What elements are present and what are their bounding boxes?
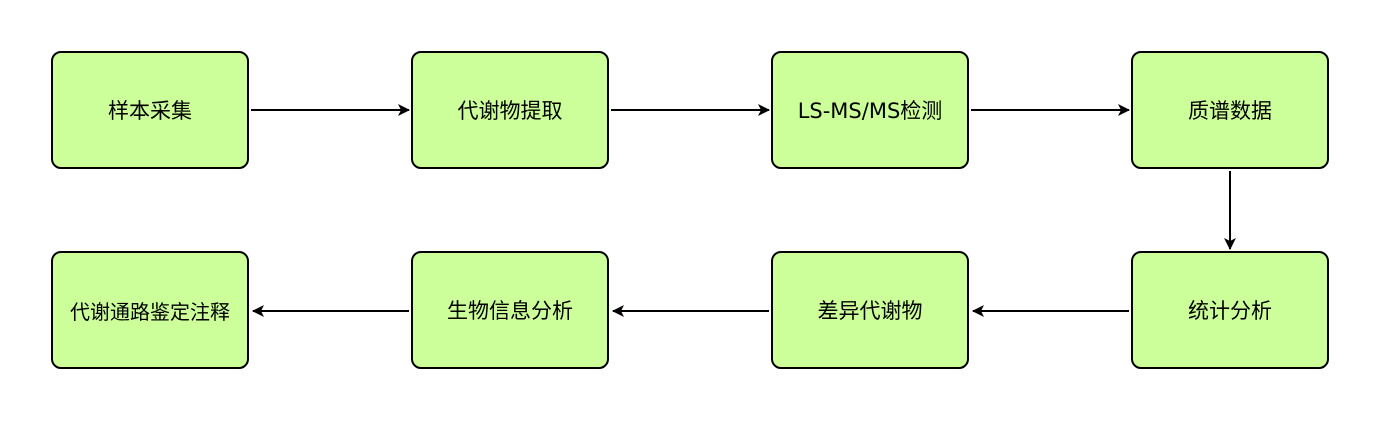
node-label: 代谢通路鉴定注释: [70, 299, 230, 324]
node-label: 统计分析: [1188, 299, 1272, 323]
node-label: LS-MS/MS检测: [797, 99, 943, 123]
node-label: 样本采集: [108, 99, 192, 123]
node-ls-msms-detection[interactable]: LS-MS/MS检测: [771, 51, 969, 169]
node-metabolite-extraction[interactable]: 代谢物提取: [411, 51, 609, 169]
node-differential-metabolites[interactable]: 差异代谢物: [771, 251, 969, 369]
node-bioinformatics-analysis[interactable]: 生物信息分析: [411, 251, 609, 369]
node-mass-spec-data[interactable]: 质谱数据: [1131, 51, 1329, 169]
node-statistical-analysis[interactable]: 统计分析: [1131, 251, 1329, 369]
node-label: 质谱数据: [1188, 99, 1272, 123]
node-label: 生物信息分析: [447, 299, 573, 323]
node-label: 差异代谢物: [817, 299, 923, 323]
node-sample-collection[interactable]: 样本采集: [51, 51, 249, 169]
node-pathway-annotation[interactable]: 代谢通路鉴定注释: [51, 251, 249, 369]
node-label: 代谢物提取: [457, 99, 563, 123]
